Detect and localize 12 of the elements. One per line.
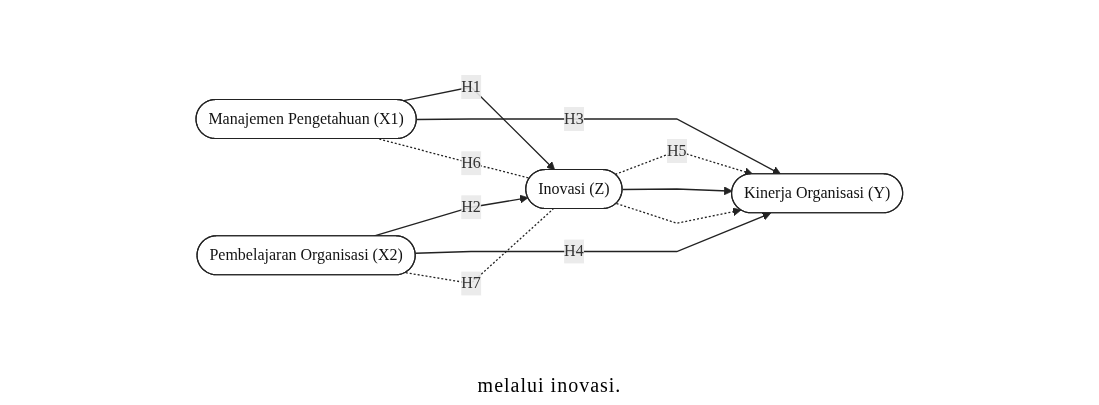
connector [405, 208, 554, 284]
edge-label: H7 [461, 274, 481, 292]
caption: melalui inovasi. [477, 373, 622, 398]
arrow [415, 211, 772, 254]
edge-label: H1 [461, 77, 481, 95]
edge-label: H5 [667, 141, 687, 159]
arrow [616, 202, 742, 224]
edge-label: H4 [564, 242, 584, 260]
arrow [416, 118, 782, 175]
edge-label: H6 [461, 153, 481, 171]
edge-label: H3 [564, 109, 584, 127]
edge-label: H2 [461, 197, 481, 215]
